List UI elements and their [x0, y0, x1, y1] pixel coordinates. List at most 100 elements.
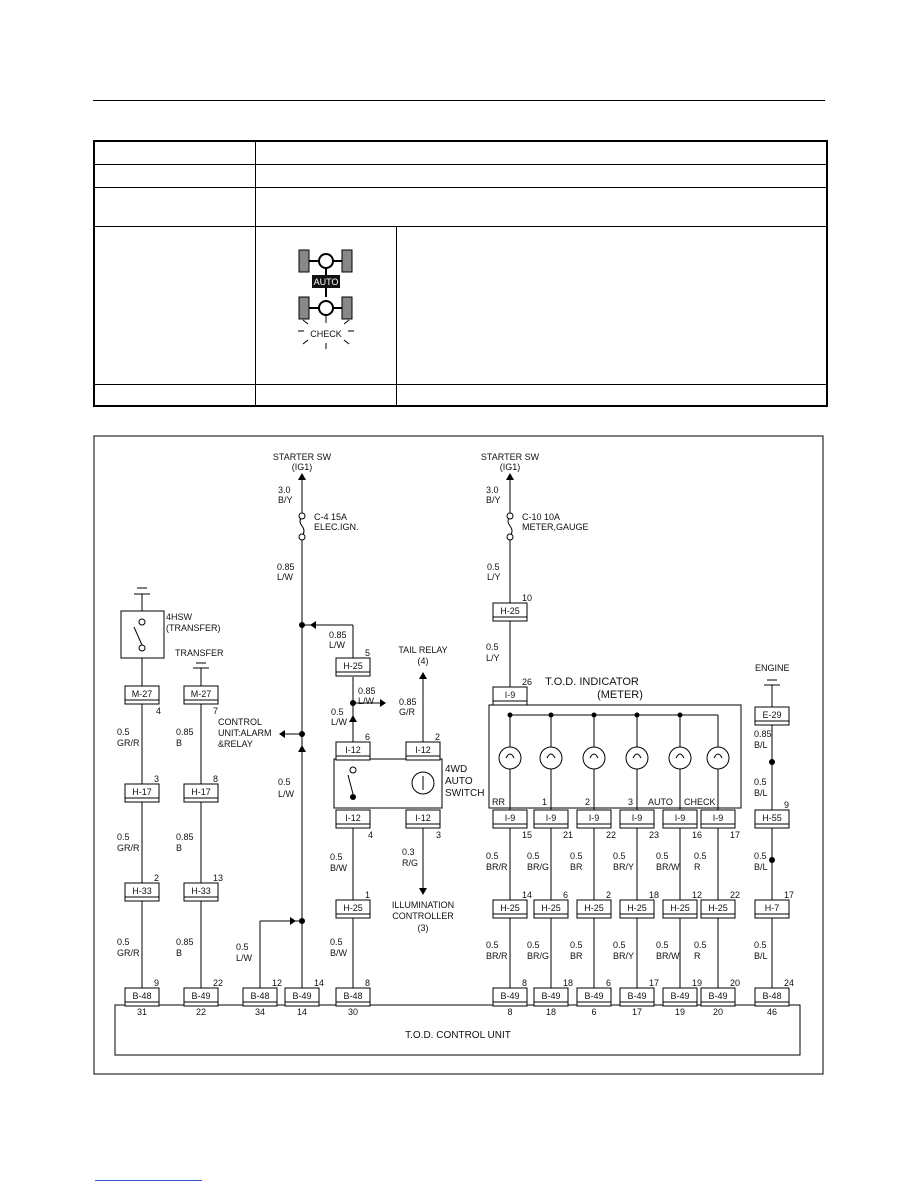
- diagram-label: I-12: [415, 813, 431, 823]
- diagram-label: B/L: [754, 951, 768, 961]
- tod-control-unit-box: [114, 1004, 801, 1056]
- footer-link-underline: [95, 1180, 202, 1181]
- connector: I-12: [405, 809, 441, 829]
- tail-relay-label: TAIL RELAY: [398, 645, 447, 655]
- diagram-label: B-49: [670, 991, 689, 1001]
- diagram-label: 1: [365, 890, 370, 900]
- connector: H-559: [754, 800, 790, 829]
- indicator-icon-cell: AUTO CHECK: [255, 226, 397, 385]
- diagram-label: 0.85: [754, 729, 772, 739]
- wire-color: B/W: [330, 863, 348, 873]
- diagram-label: 0.85: [176, 727, 194, 737]
- alarm-label: &RELAY: [218, 739, 253, 749]
- diagram-label: 13: [213, 873, 223, 883]
- diagram-label: 2: [435, 732, 440, 742]
- diagram-label: 18: [546, 1007, 556, 1017]
- lamp-label: AUTO: [648, 797, 673, 807]
- indicator-lamp: 3: [625, 712, 649, 810]
- diagram-label: B: [176, 738, 182, 748]
- diagram-label: 0.5: [570, 940, 583, 950]
- diagram-label: 31: [137, 1007, 147, 1017]
- diagram-label: H-25: [627, 903, 647, 913]
- connector: B-488: [335, 978, 371, 1007]
- table-cell: [255, 187, 828, 227]
- connector: M-27: [124, 685, 160, 705]
- connector: I-12: [335, 809, 371, 829]
- table-cell: [93, 384, 256, 407]
- diagram-label: 0.5: [613, 940, 626, 950]
- diagram-label: H-25: [541, 903, 561, 913]
- engine-ground: ENGINE: [755, 663, 790, 1005]
- lamp-label: 1: [542, 797, 547, 807]
- diagram-label: 17: [730, 830, 740, 840]
- diagram-label: H-25: [500, 606, 520, 616]
- wire-color: L/W: [277, 572, 294, 582]
- diagram-label: BR/G: [527, 862, 549, 872]
- diagram-label: 30: [348, 1007, 358, 1017]
- indicator-lamp: 2: [582, 712, 606, 810]
- diagram-label: H-55: [762, 813, 782, 823]
- wire-size: 0.5: [236, 942, 249, 952]
- wire-size: 0.85: [399, 697, 417, 707]
- lamp-label: 3: [628, 797, 633, 807]
- diagram-label: 0.5: [656, 851, 669, 861]
- diagram-label: 0.5: [754, 851, 767, 861]
- diagram-label: 0.5: [656, 940, 669, 950]
- connector: B-498: [492, 978, 528, 1007]
- fuse-desc: ELEC.IGN.: [314, 522, 359, 532]
- wire-size: 0.85: [277, 562, 295, 572]
- wire-size: 0.3: [402, 847, 415, 857]
- diagram-label: 2: [606, 890, 611, 900]
- diagram-label: B-49: [292, 991, 311, 1001]
- control-unit-alarm-ref: CONTROL UNIT:ALARM &RELAY: [218, 717, 306, 752]
- diagram-label: 17: [784, 890, 794, 900]
- diagram-label: B-49: [708, 991, 727, 1001]
- connector: H-251: [335, 890, 371, 919]
- power-right: STARTER SW (IG1) 3.0 B/Y C-10 10A METER,…: [481, 452, 589, 703]
- indicator-lamp: CHECK: [684, 715, 730, 810]
- diagram-label: 22: [606, 830, 616, 840]
- 4wd-indicator-icon: AUTO CHECK: [298, 249, 354, 349]
- diagram-label: 0.5: [694, 940, 707, 950]
- table-cell: [396, 226, 828, 385]
- diagram-label: 0.5: [694, 851, 707, 861]
- diagram-label: I-9: [632, 813, 643, 823]
- connector: M-27: [183, 685, 219, 705]
- indicator-title: T.O.D. INDICATOR: [545, 676, 639, 688]
- table-cell: [93, 164, 256, 188]
- header-rule: [93, 100, 825, 101]
- table-cell: [93, 187, 256, 227]
- diagram-label: H-17: [191, 787, 211, 797]
- connector: H-332: [124, 873, 160, 902]
- diagram-label: 16: [692, 830, 702, 840]
- diagram-label: 46: [767, 1007, 777, 1017]
- fuse-label: C-10 10A: [522, 512, 560, 522]
- wire-size: 0.5: [487, 562, 500, 572]
- diagram-label: 17: [649, 978, 659, 988]
- starter-sw-label: STARTER SW: [273, 452, 332, 462]
- diagram-label: 17: [632, 1007, 642, 1017]
- diagram-label: BR/W: [656, 862, 680, 872]
- ig1-label: (IG1): [500, 462, 521, 472]
- diagram-label: BR/G: [527, 951, 549, 961]
- left-labels: 0.5GR/R0.85B0.5GR/R0.85B0.5GR/R0.85B0.5L…: [117, 621, 777, 1017]
- diagram-label: B-49: [541, 991, 560, 1001]
- diagram-label: 0.5: [570, 851, 583, 861]
- diagram-label: H-17: [132, 787, 152, 797]
- diagram-label: H-25: [584, 903, 604, 913]
- tail-relay-ref: (4): [418, 656, 429, 666]
- diagram-label: 9: [784, 800, 789, 810]
- starter-sw-label: STARTER SW: [481, 452, 540, 462]
- wire-color: L/W: [278, 789, 295, 799]
- diagram-label: BR/R: [486, 862, 508, 872]
- diagram-label: H-25: [670, 903, 690, 913]
- 4wd-auto-switch: 4WD AUTO SWITCH 0.5 B/W 0.5 B/W 0.3 R/G …: [330, 758, 484, 1005]
- diagram-label: 0.5: [754, 777, 767, 787]
